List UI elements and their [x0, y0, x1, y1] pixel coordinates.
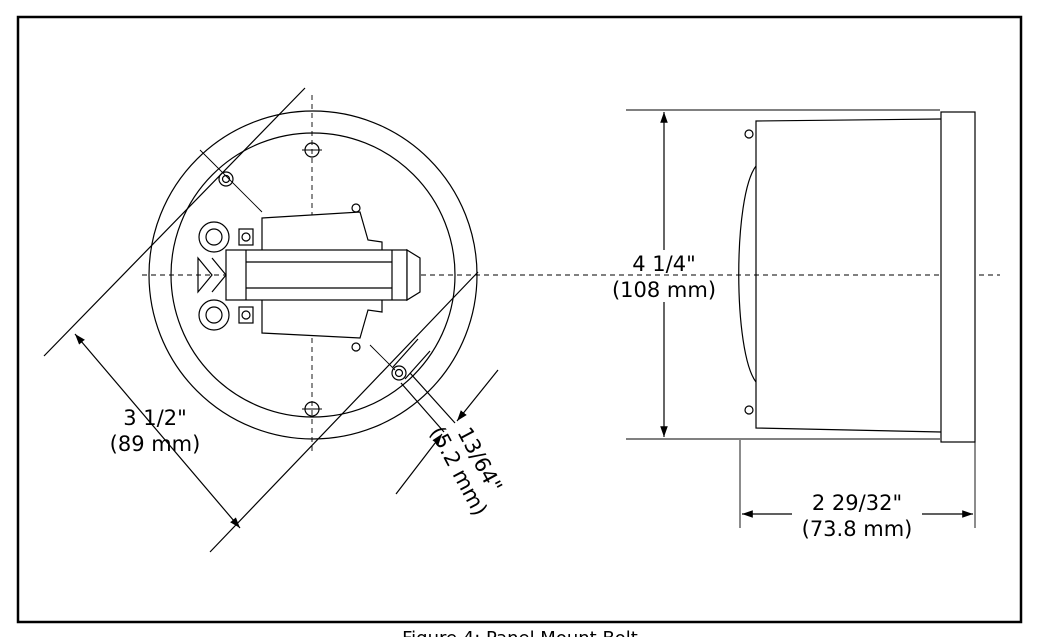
height-label: 4 1/4" [632, 252, 696, 276]
bolt-circle-label: 3 1/2" [123, 406, 187, 430]
hole-dimension [369, 344, 499, 495]
connector-body [225, 249, 408, 301]
outer-bezel-circle [148, 110, 478, 440]
depth-label-mm: (73.8 mm) [802, 517, 913, 541]
front-view [148, 110, 478, 440]
bolt-circle-label-mm: (89 mm) [110, 432, 201, 456]
side-view [738, 111, 976, 443]
height-dimension [626, 109, 940, 440]
figure-frame [16, 15, 1023, 624]
height-label-mm: (108 mm) [612, 278, 716, 302]
case-body [755, 118, 942, 433]
front-bezel [940, 111, 976, 443]
depth-label: 2 29/32" [812, 491, 902, 515]
mount-bolt-upper-left [218, 171, 234, 187]
depth-dimension [739, 440, 976, 528]
inner-case-circle [170, 132, 456, 418]
mount-bolt-lower-right [391, 365, 407, 381]
figure-caption: Figure 4: Panel Mount Bolt [402, 628, 638, 637]
bolt-circle-dimension [43, 87, 479, 553]
